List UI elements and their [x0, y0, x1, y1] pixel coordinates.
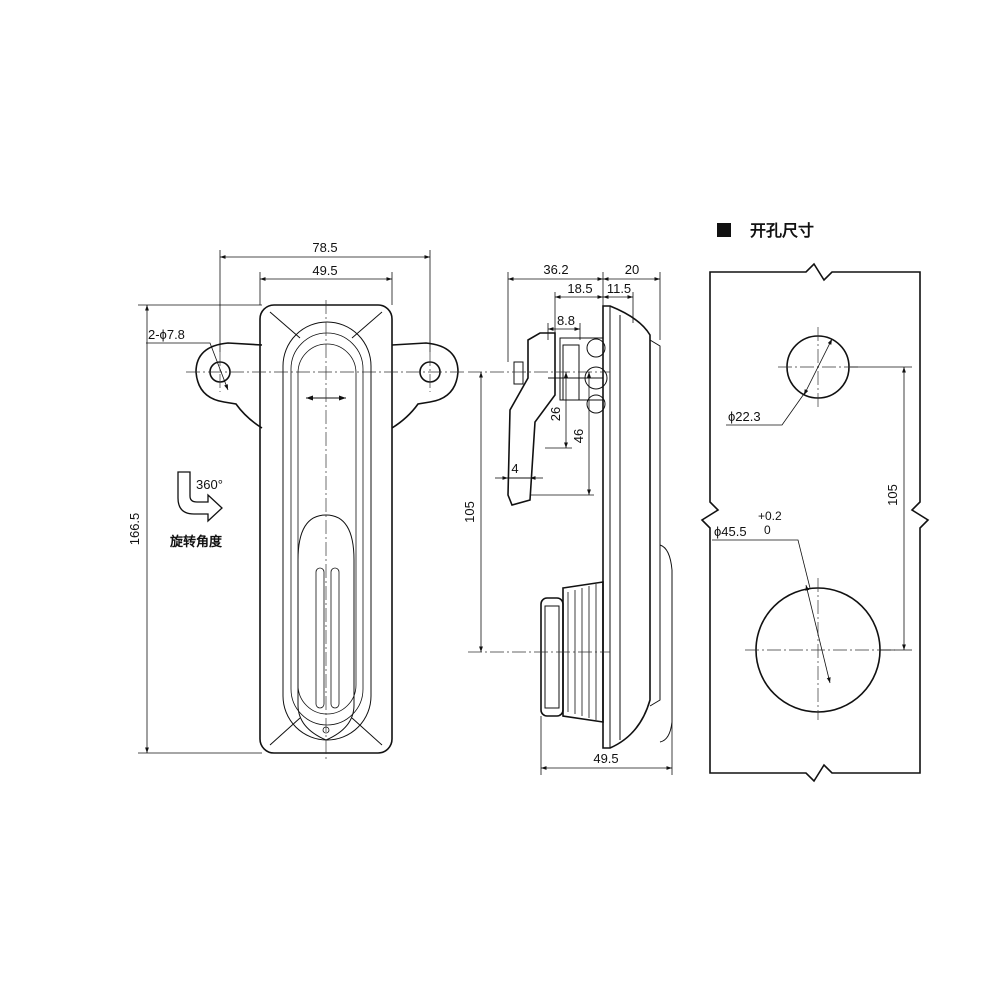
hole-spacing: 105	[885, 484, 900, 506]
section-title: 开孔尺寸	[750, 221, 814, 240]
dim-bottom: 49.5	[593, 751, 618, 766]
panel-outline	[700, 262, 930, 783]
dim-4: 4	[511, 461, 518, 476]
dim-105: 105	[462, 501, 477, 523]
cam-bracket	[507, 332, 556, 506]
mounting-ear-right	[391, 342, 459, 429]
dim-overall-width: 78.5	[312, 240, 337, 255]
dim-body-width: 49.5	[312, 263, 337, 278]
mounting-ear-left	[195, 342, 263, 429]
large-hole-diameter: ϕ45.5	[714, 524, 747, 539]
dim-depth: 36.2	[543, 262, 568, 277]
tolerance-upper: +0.2	[758, 509, 782, 523]
rotation-label: 旋转角度	[169, 534, 223, 549]
front-view: 78.5 49.5 2-ϕ7.8 166.5 360° 旋转角度	[127, 240, 466, 762]
cutout-view: 开孔尺寸 ϕ22.3 ϕ45.5 +0.2 0 105	[700, 221, 930, 783]
rotation-angle: 360°	[196, 477, 223, 492]
dim-46: 46	[571, 429, 586, 443]
lever	[297, 514, 355, 741]
side-view: 36.2 20 18.5 11.5 8.8 26 46 4 105 49.5	[462, 262, 673, 775]
dim-26: 26	[548, 407, 563, 421]
dim-8-8: 8.8	[557, 313, 575, 328]
front-plate	[602, 305, 651, 749]
rear-knob	[540, 581, 604, 723]
small-hole-diameter: ϕ22.3	[728, 409, 761, 424]
dim-11-5: 11.5	[607, 281, 631, 296]
tolerance-lower: 0	[764, 523, 771, 537]
handle-recess	[282, 321, 372, 741]
dim-18-5: 18.5	[567, 281, 592, 296]
rotate-arrow-icon	[177, 471, 223, 523]
dim-height: 166.5	[127, 513, 142, 546]
dim-mount-holes: 2-ϕ7.8	[148, 327, 185, 342]
dim-flange: 20	[625, 262, 639, 277]
title-square-icon	[717, 223, 731, 237]
